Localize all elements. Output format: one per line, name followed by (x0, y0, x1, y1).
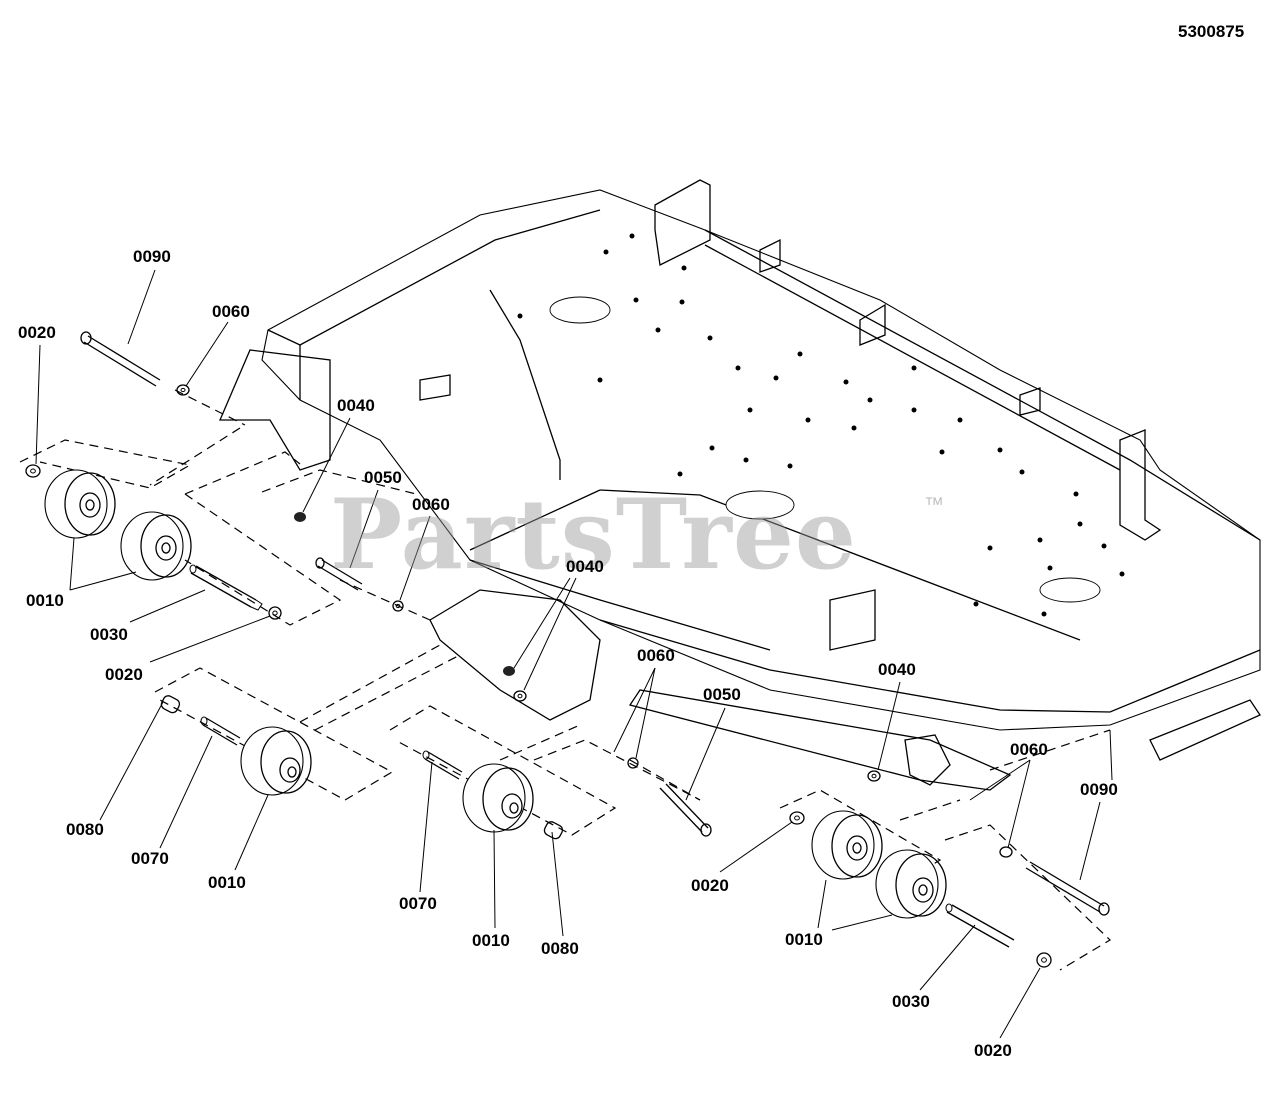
callout-0040[interactable]: 0040 (566, 557, 604, 576)
nut-0040-c (867, 770, 881, 782)
deck-holes (517, 233, 1125, 617)
axle-0030-left (189, 564, 263, 611)
callout-0080[interactable]: 0080 (541, 939, 579, 958)
callout-0010[interactable]: 0010 (472, 931, 510, 950)
callout-0020[interactable]: 0020 (18, 323, 56, 342)
callout-0050[interactable]: 0050 (364, 468, 402, 487)
wheel-left-a (44, 469, 116, 539)
leader-lines (35, 269, 1113, 1039)
axle-0030-right (945, 903, 1015, 948)
mower-deck (219, 179, 1261, 791)
callout-0060[interactable]: 0060 (1010, 740, 1048, 759)
nuts-0040-b (503, 666, 527, 702)
spacer-0080-center (543, 821, 564, 840)
callout-0070[interactable]: 0070 (399, 894, 437, 913)
nut-0040-a (294, 512, 306, 522)
callout-0040[interactable]: 0040 (878, 660, 916, 679)
bolt-0050-right (659, 783, 712, 837)
washer-0060-right-a (627, 757, 639, 769)
watermark-trademark: ™ (924, 494, 944, 516)
bolt-0090-left (80, 331, 161, 387)
callout-0060[interactable]: 0060 (637, 646, 675, 665)
callout-0030[interactable]: 0030 (90, 625, 128, 644)
callout-0070[interactable]: 0070 (131, 849, 169, 868)
document-number: 5300875 (1178, 22, 1245, 41)
washer-0020-d (1036, 952, 1052, 968)
callout-0010[interactable]: 0010 (785, 930, 823, 949)
callout-0040[interactable]: 0040 (337, 396, 375, 415)
wheels (44, 469, 947, 919)
callout-0020[interactable]: 0020 (691, 876, 729, 895)
wheel-front-left (240, 726, 312, 796)
washer-0060-mid (392, 600, 404, 612)
callout-0050[interactable]: 0050 (703, 685, 741, 704)
washer-0020-a (25, 464, 41, 478)
callout-0020[interactable]: 0020 (974, 1041, 1012, 1060)
callout-0030[interactable]: 0030 (892, 992, 930, 1011)
washer-0060-right-b (999, 846, 1013, 858)
callout-0060[interactable]: 0060 (212, 302, 250, 321)
bolt-0050-left (315, 557, 363, 591)
spacer-0080-left (160, 695, 181, 714)
callout-0060[interactable]: 0060 (412, 495, 450, 514)
bolt-0090-right (1025, 861, 1110, 916)
callout-0080[interactable]: 0080 (66, 820, 104, 839)
callout-0090[interactable]: 0090 (1080, 780, 1118, 799)
wheel-right-a (811, 810, 883, 880)
pin-0070-left (200, 716, 241, 746)
washer-0020-c (789, 811, 805, 825)
wheel-right-b (875, 849, 947, 919)
watermark: PartsTree (330, 478, 857, 591)
hardware (25, 331, 1110, 968)
wheel-front-center (462, 763, 534, 833)
callout-0010[interactable]: 0010 (26, 591, 64, 610)
washer-0020-b (268, 606, 282, 620)
callout-0020[interactable]: 0020 (105, 665, 143, 684)
pin-0070-center (422, 750, 463, 780)
washer-0060-left (176, 384, 190, 396)
callout-0090[interactable]: 0090 (133, 247, 171, 266)
wheel-left-b (120, 511, 192, 581)
callout-0010[interactable]: 0010 (208, 873, 246, 892)
